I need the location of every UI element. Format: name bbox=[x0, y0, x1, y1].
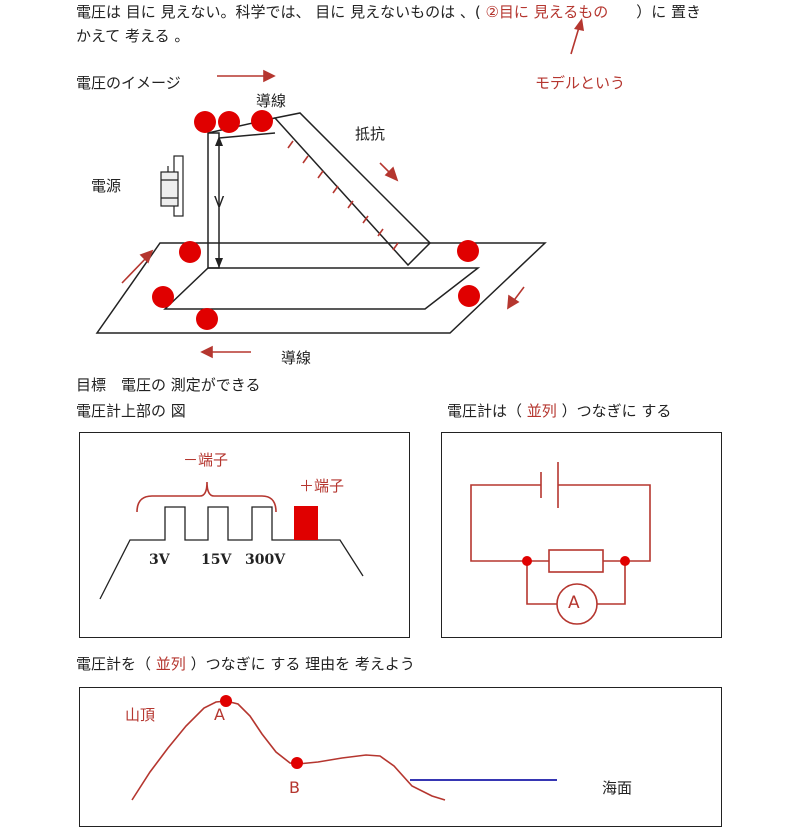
battery-icon bbox=[160, 155, 184, 217]
reason-text: 電圧計を（ bbox=[76, 655, 156, 673]
heading-text-post: ）つなぎに する bbox=[556, 402, 672, 420]
model-title: 電圧のイメージ bbox=[76, 74, 181, 92]
voltmeter-connection-heading: 電圧計は（ 並列 ）つなぎに する bbox=[447, 402, 671, 420]
intro-text: 電圧は 目に 見えない。科学では、 目に 見えないものは 、( bbox=[76, 3, 486, 21]
wire-top-label: 導線 bbox=[256, 92, 287, 110]
reason-text-post: ）つなぎに する 理由を 考えよう bbox=[185, 655, 415, 673]
goal-text: 目標 電圧の 測定ができる bbox=[76, 376, 261, 394]
intro-line-1: 電圧は 目に 見えない。科学では、 目に 見えないものは 、( ②目に 見えるも… bbox=[76, 3, 701, 21]
intro-text-post: ）に 置き bbox=[636, 3, 702, 21]
power-label: 電源 bbox=[91, 177, 122, 195]
peak-label: 山頂 bbox=[125, 706, 156, 724]
circuit-box bbox=[441, 432, 722, 638]
intro-line-2: かえて 考える 。 bbox=[76, 27, 190, 45]
model-note: モデルという bbox=[535, 74, 626, 92]
terminal-3v: 3V bbox=[149, 552, 170, 568]
intro-answer: ②目に 見えるもの bbox=[485, 3, 609, 21]
point-a-label: A bbox=[214, 705, 225, 724]
resistor-label: 抵抗 bbox=[355, 125, 386, 143]
voltmeter-top-box bbox=[79, 432, 410, 638]
terminal-300v: 300V bbox=[245, 552, 286, 568]
plus-terminal-label: ＋端子 bbox=[299, 477, 345, 495]
mountain-diagram bbox=[131, 695, 557, 801]
heading-text: 電圧計は（ bbox=[447, 402, 527, 420]
minus-terminal-label: －端子 bbox=[183, 451, 229, 469]
voltmeter-top-heading: 電圧計上部の 図 bbox=[76, 402, 186, 420]
circuit-diagram bbox=[470, 462, 651, 625]
voltmeter-top-diagram bbox=[99, 481, 364, 600]
voltage-model-diagram bbox=[95, 69, 547, 359]
point-b-label: B bbox=[289, 778, 300, 797]
wire-bottom-label: 導線 bbox=[281, 349, 312, 367]
ammeter-label: A bbox=[568, 593, 580, 613]
terminal-15v: 15V bbox=[201, 552, 232, 568]
heading-answer: 並列 bbox=[526, 402, 557, 420]
sea-label: 海面 bbox=[602, 779, 633, 797]
reason-answer: 並列 bbox=[155, 655, 186, 673]
reason-heading: 電圧計を（ 並列 ）つなぎに する 理由を 考えよう bbox=[76, 655, 415, 673]
model-note-arrow bbox=[570, 18, 584, 55]
